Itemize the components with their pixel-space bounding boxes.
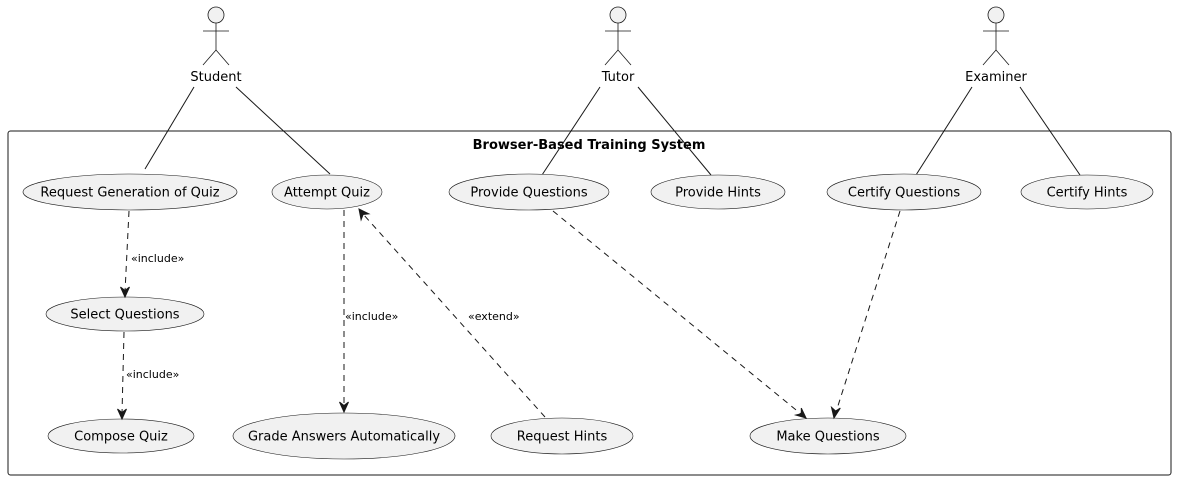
association-tutor-provide-hints xyxy=(637,86,712,176)
arrowhead-icon xyxy=(339,401,349,414)
use-case-provide-questions: Provide Questions xyxy=(448,173,610,211)
actor-head-icon xyxy=(207,6,225,24)
actor-label-examiner: Examiner xyxy=(965,70,1027,85)
relation-label-include: «include» xyxy=(345,310,398,323)
arrowhead-icon xyxy=(120,286,130,299)
use-case-label: Provide Questions xyxy=(470,186,587,201)
dependency-include-select-compose xyxy=(121,331,125,415)
system-boundary xyxy=(7,130,1172,476)
relation-label-include: «include» xyxy=(126,368,179,381)
actor-student: Student xyxy=(190,6,242,85)
use-case-label: Request Generation of Quiz xyxy=(40,186,219,201)
use-case-label: Certify Hints xyxy=(1047,186,1128,201)
arrowhead-icon xyxy=(830,405,841,420)
arrowhead-icon xyxy=(358,208,371,222)
relation-label-include: «include» xyxy=(131,252,184,265)
use-case-label: Request Hints xyxy=(517,430,608,445)
use-case-certify-hints: Certify Hints xyxy=(1020,174,1154,210)
dependency-extend-hints-attempt xyxy=(362,213,546,418)
use-case-request-hints: Request Hints xyxy=(490,417,634,455)
use-case-label: Provide Hints xyxy=(675,186,761,201)
use-case-label: Make Questions xyxy=(776,430,880,445)
arrowhead-icon xyxy=(793,407,807,419)
association-examiner-certify-hints xyxy=(1019,86,1081,176)
dependency-certify-make xyxy=(835,210,901,413)
use-case-attempt-quiz: Attempt Quiz xyxy=(271,174,383,210)
actor-label-tutor: Tutor xyxy=(601,70,635,85)
use-case-select-questions: Select Questions xyxy=(45,296,205,332)
association-student-attempt xyxy=(235,86,331,175)
use-case-label: Select Questions xyxy=(70,308,179,323)
dependency-provide-make xyxy=(552,210,802,415)
use-case-provide-hints: Provide Hints xyxy=(650,174,786,210)
use-case-grade-answers: Grade Answers Automatically xyxy=(232,412,456,460)
actor-examiner: Examiner xyxy=(965,6,1028,85)
dependency-include-request-select xyxy=(124,210,130,293)
relation-label-extend: «extend» xyxy=(468,310,520,323)
association-tutor-provide-questions xyxy=(541,86,601,176)
association-student-request xyxy=(144,86,195,170)
use-case-label: Certify Questions xyxy=(848,186,960,201)
use-case-certify-questions: Certify Questions xyxy=(826,173,982,211)
use-case-label: Attempt Quiz xyxy=(284,186,370,201)
use-case-make-questions: Make Questions xyxy=(749,417,907,455)
use-case-label: Grade Answers Automatically xyxy=(248,430,440,445)
association-examiner-certify-questions xyxy=(915,86,973,176)
use-case-compose-quiz: Compose Quiz xyxy=(47,418,195,454)
actor-head-icon xyxy=(609,6,627,24)
actor-tutor: Tutor xyxy=(601,6,635,85)
system-title: Browser-Based Training System xyxy=(473,138,706,153)
use-case-label: Compose Quiz xyxy=(74,430,168,445)
use-case-request-generation: Request Generation of Quiz xyxy=(22,173,238,211)
arrowhead-icon xyxy=(117,408,127,421)
actor-head-icon xyxy=(987,6,1005,24)
actor-label-student: Student xyxy=(190,70,241,85)
